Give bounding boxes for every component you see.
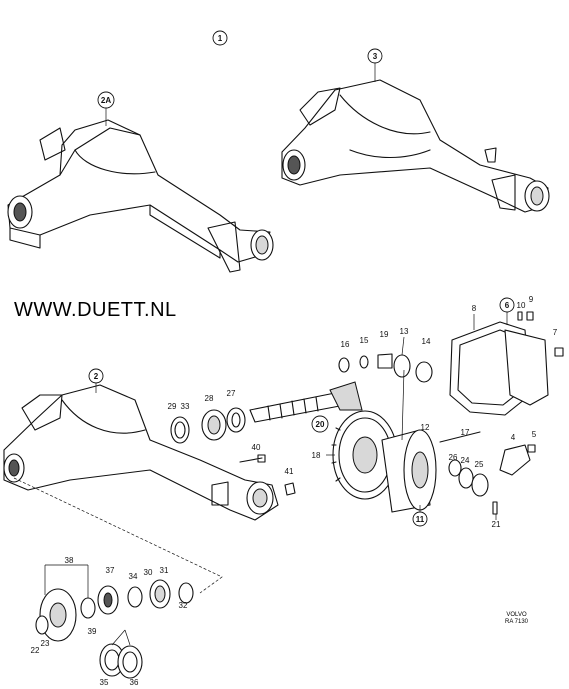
svg-text:20: 20: [316, 420, 325, 429]
part-label-14: 14: [422, 337, 431, 346]
stamp-code: RA 7130: [505, 619, 529, 625]
part-label-15: 15: [360, 336, 369, 345]
part-label-29: 29: [168, 402, 177, 411]
circled-callout-1: 1: [212, 30, 228, 46]
part-label-41: 41: [285, 467, 294, 476]
part-label-17: 17: [461, 428, 470, 437]
differential-drawing: [331, 353, 498, 515]
part-label-36: 36: [130, 678, 139, 687]
part-label-13: 13: [400, 327, 409, 336]
axle-shaft-parts-drawing: [35, 579, 194, 679]
part-label-21: 21: [492, 520, 501, 529]
part-label-16: 16: [341, 340, 350, 349]
part-label-32: 32: [179, 601, 188, 610]
circled-callout-20: 20: [311, 415, 329, 433]
part-label-22: 22: [31, 646, 40, 655]
circled-callout-3: 3: [367, 48, 383, 82]
part-label-19: 19: [380, 330, 389, 339]
part-label-10: 10: [517, 301, 526, 310]
circled-callout-2a: 2A: [97, 91, 115, 126]
part-label-12: 12: [421, 423, 430, 432]
svg-text:2A: 2A: [101, 96, 111, 105]
circled-callout-2: 2: [88, 368, 104, 393]
part-label-28: 28: [205, 394, 214, 403]
stamp-brand: VOLVO: [506, 612, 527, 618]
part-label-40: 40: [252, 443, 261, 452]
part-label-26: 26: [449, 453, 458, 462]
part-label-33: 33: [181, 402, 190, 411]
website-watermark: WWW.DUETT.NL: [14, 299, 177, 321]
leader-lines: [44, 314, 497, 598]
part-label-8: 8: [472, 304, 477, 313]
explosion-dashed-line: [13, 477, 223, 594]
part-label-39: 39: [88, 627, 97, 636]
part-label-30: 30: [144, 568, 153, 577]
svg-text:1: 1: [218, 34, 223, 43]
part-label-23: 23: [41, 639, 50, 648]
part-label-35: 35: [100, 678, 109, 687]
part-label-37: 37: [106, 566, 115, 575]
svg-text:6: 6: [505, 301, 510, 310]
part-label-31: 31: [160, 566, 169, 575]
explosion-line-lower: [111, 629, 131, 646]
svg-text:2: 2: [94, 372, 99, 381]
svg-text:3: 3: [373, 52, 378, 61]
part-label-5: 5: [532, 430, 537, 439]
part-label-9: 9: [529, 295, 534, 304]
axle-assembly-2a-drawing: [7, 119, 274, 273]
axle-assembly-3-drawing: [281, 79, 550, 213]
axle-housing-2-drawing: [3, 384, 279, 521]
part-label-7: 7: [553, 328, 558, 337]
svg-text:11: 11: [416, 515, 425, 524]
part-label-24: 24: [461, 456, 470, 465]
part-label-27: 27: [227, 389, 236, 398]
rear-cover-drawing: [449, 311, 564, 476]
pinion-and-bearings-drawing: [170, 381, 363, 496]
part-label-38: 38: [65, 556, 74, 565]
circled-callout-6: 6: [499, 297, 515, 325]
part-label-25: 25: [475, 460, 484, 469]
part-label-4: 4: [511, 433, 516, 442]
part-label-34: 34: [129, 572, 138, 581]
part-label-18: 18: [312, 451, 321, 460]
manufacturer-stamp: VOLVO RA 7130: [505, 612, 528, 626]
circled-callout-11: 11: [412, 505, 428, 527]
